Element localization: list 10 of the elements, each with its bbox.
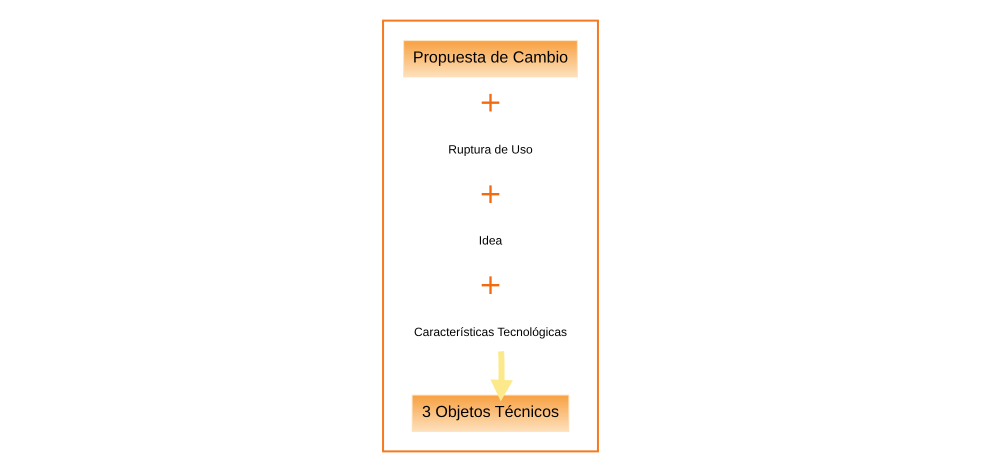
arrow [490, 351, 513, 402]
node-box: Propuesta de Cambio [403, 40, 578, 78]
node-text: Idea [478, 234, 502, 248]
label: + [478, 85, 502, 118]
label: + [478, 268, 502, 302]
node-box: 3 Objetos Técnicos [412, 394, 570, 432]
node-text: Características Tecnológicas [414, 325, 568, 340]
cluster [382, 20, 599, 452]
label: + [478, 176, 502, 210]
node-text: Ruptura de Uso [448, 142, 533, 156]
